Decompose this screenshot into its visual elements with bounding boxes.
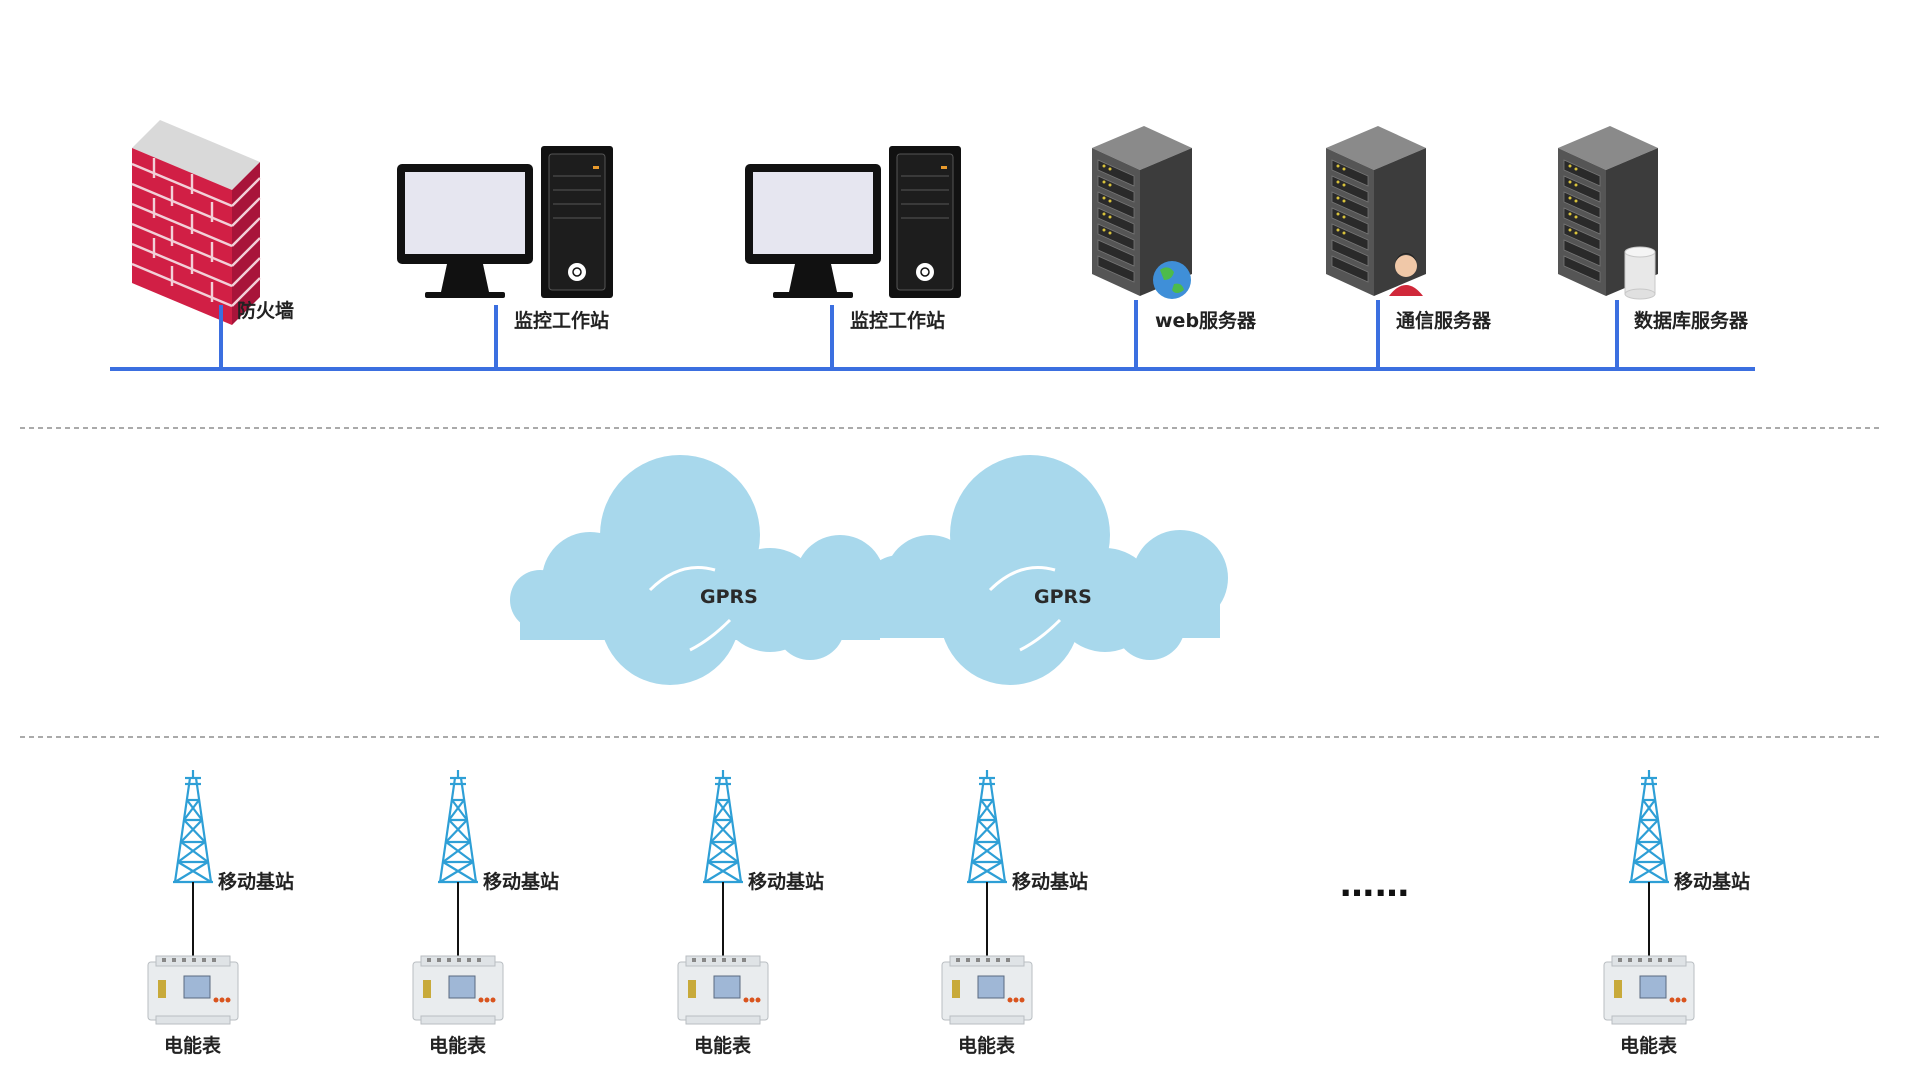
tower-icon — [965, 768, 1009, 884]
station-column — [1603, 768, 1695, 1025]
energy-meter-label: 电能表 — [164, 1035, 222, 1057]
more-stations-ellipsis: …… — [1340, 865, 1410, 905]
database-icon — [1624, 246, 1656, 300]
station-column — [941, 768, 1033, 1025]
network-bus — [110, 300, 1755, 371]
globe-icon — [1153, 261, 1191, 299]
tower-icon — [436, 768, 480, 884]
workstation-label: 监控工作站 — [514, 310, 610, 332]
tower-icon — [1627, 768, 1671, 884]
base-station-label: 移动基站 — [218, 871, 295, 893]
energy-meter-label: 电能表 — [1620, 1035, 1678, 1057]
firewall-label: 防火墙 — [237, 300, 295, 322]
workstation-icon — [744, 145, 962, 299]
energy-meter-label: 电能表 — [429, 1035, 487, 1057]
energy-meter-icon — [1603, 955, 1695, 1025]
gprs-label: GPRS — [1034, 586, 1092, 608]
base-station-label: 移动基站 — [1674, 871, 1751, 893]
energy-meter-label: 电能表 — [694, 1035, 752, 1057]
energy-meter-icon — [941, 955, 1033, 1025]
tower-icon — [171, 768, 215, 884]
base-station-label: 移动基站 — [748, 871, 825, 893]
energy-meter-label: 电能表 — [958, 1035, 1016, 1057]
firewall-icon — [130, 118, 262, 327]
energy-meter-icon — [412, 955, 504, 1025]
communication-server-label: 通信服务器 — [1396, 310, 1492, 332]
tower-icon — [701, 768, 745, 884]
gprs-label: GPRS — [700, 586, 758, 608]
station-column — [147, 768, 239, 1025]
web-server-label: web服务器 — [1155, 310, 1257, 332]
station-column — [412, 768, 504, 1025]
database-server-label: 数据库服务器 — [1634, 310, 1749, 332]
energy-meter-icon — [677, 955, 769, 1025]
energy-meter-icon — [147, 955, 239, 1025]
base-station-label: 移动基站 — [483, 871, 560, 893]
workstation-label: 监控工作站 — [850, 310, 946, 332]
station-column — [677, 768, 769, 1025]
user-icon — [1389, 253, 1423, 296]
base-station-label: 移动基站 — [1012, 871, 1089, 893]
workstation-icon — [396, 145, 614, 299]
gprs-cloud — [860, 455, 1228, 685]
gprs-cloud — [510, 455, 885, 685]
